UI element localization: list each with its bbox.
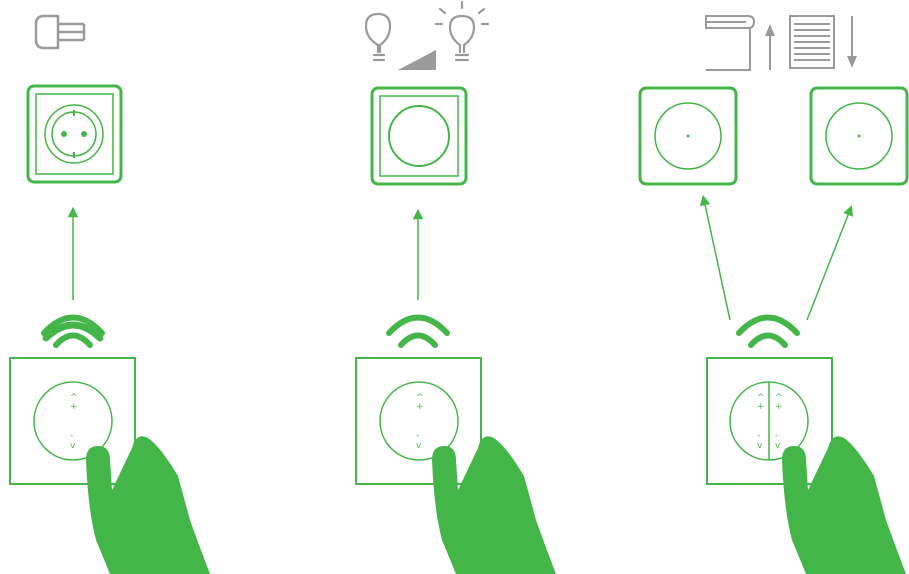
blinds-scenario: ^ + - v ^ + - v — [640, 16, 907, 574]
pointing-hand-icon — [86, 436, 210, 574]
minus-glyph: - — [775, 431, 778, 441]
socket-scenario: ^ + - v — [10, 16, 210, 574]
remote-switch: ^ + - v ^ + - v — [707, 358, 832, 484]
signal-arrow — [807, 210, 850, 320]
dimmer-receiver — [372, 88, 466, 184]
pointing-hand-icon — [782, 436, 906, 574]
down-glyph: v — [416, 441, 422, 451]
remote-switch: ^ + - v — [356, 358, 481, 484]
plug-icon — [36, 16, 84, 48]
plus-glyph: + — [775, 402, 783, 412]
roller-blind-icon — [706, 16, 775, 70]
dimmable-bulb-icon — [366, 2, 488, 70]
remote-switch: ^ + - v — [10, 358, 135, 484]
wireless-signal-icon — [389, 318, 447, 346]
minus-glyph: - — [757, 431, 760, 441]
socket-receiver — [28, 86, 121, 182]
plus-glyph: + — [416, 402, 424, 412]
signal-arrow — [704, 200, 730, 320]
down-glyph: v — [70, 441, 76, 451]
plus-glyph: + — [70, 402, 78, 412]
pointing-hand-icon — [432, 436, 556, 574]
down-glyph: v — [757, 441, 763, 451]
minus-glyph: - — [70, 431, 73, 441]
blind-receiver-left — [640, 88, 736, 184]
minus-glyph: - — [416, 431, 419, 441]
wireless-signal-icon — [739, 318, 797, 346]
down-glyph: v — [775, 441, 781, 451]
blind-receiver-right — [811, 88, 907, 184]
roller-blind-icon — [790, 16, 857, 68]
plus-glyph: + — [757, 402, 765, 412]
dimmer-scenario: ^ + - v — [356, 2, 556, 574]
